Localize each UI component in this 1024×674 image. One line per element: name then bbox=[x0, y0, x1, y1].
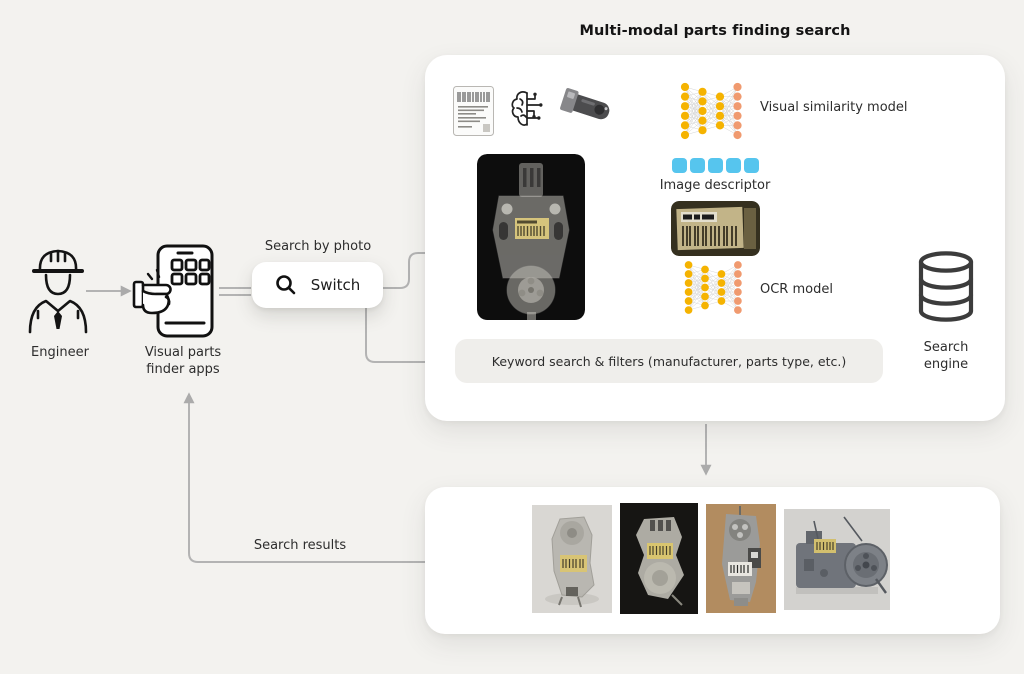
engineer-label: Engineer bbox=[31, 345, 89, 360]
apps-label-line2: finder apps bbox=[146, 361, 220, 377]
result-photo-4 bbox=[784, 509, 890, 610]
database-icon bbox=[914, 250, 978, 324]
switch-button-label: Switch bbox=[310, 276, 361, 294]
ocr-crop-image bbox=[671, 201, 760, 256]
apps-label: Visual parts finder apps bbox=[133, 345, 233, 379]
search-engine-label-line2: engine bbox=[923, 356, 969, 372]
descriptor-cell bbox=[744, 158, 759, 173]
descriptor-cell bbox=[708, 158, 723, 173]
diagram-title: Multi-modal parts finding search bbox=[579, 23, 851, 39]
ai-brain-icon bbox=[509, 88, 545, 130]
metal-part-photo bbox=[560, 86, 616, 126]
descriptor-cell bbox=[690, 158, 705, 173]
neural-network-icon-visual bbox=[678, 82, 744, 140]
search-results-label: Search results bbox=[253, 538, 347, 553]
result-photo-3 bbox=[706, 504, 776, 613]
result-photo-1 bbox=[532, 505, 612, 613]
result-photo-2 bbox=[620, 503, 698, 614]
apps-label-line1: Visual parts bbox=[144, 345, 222, 360]
neural-network-icon-ocr bbox=[682, 260, 744, 315]
query-part-photo bbox=[477, 154, 585, 320]
search-icon bbox=[275, 275, 296, 295]
image-descriptor-vector bbox=[672, 158, 759, 173]
search-engine-label-line1: Search bbox=[923, 340, 969, 355]
engineer-person-icon bbox=[24, 241, 92, 335]
search-engine-label: Search engine bbox=[905, 340, 987, 374]
search-by-photo-caption: Search by photo bbox=[264, 239, 372, 254]
image-descriptor-label: Image descriptor bbox=[659, 178, 771, 193]
search-by-photo-button[interactable]: Switch bbox=[252, 262, 383, 308]
descriptor-cell bbox=[726, 158, 741, 173]
barcode-label-image bbox=[453, 86, 494, 136]
ocr-model-label: OCR model bbox=[760, 282, 833, 297]
keyword-search-bar: Keyword search & filters (manufacturer, … bbox=[455, 339, 883, 383]
descriptor-cell bbox=[672, 158, 687, 173]
phone-tap-icon bbox=[132, 243, 218, 339]
visual-similarity-model-label: Visual similarity model bbox=[760, 100, 908, 115]
